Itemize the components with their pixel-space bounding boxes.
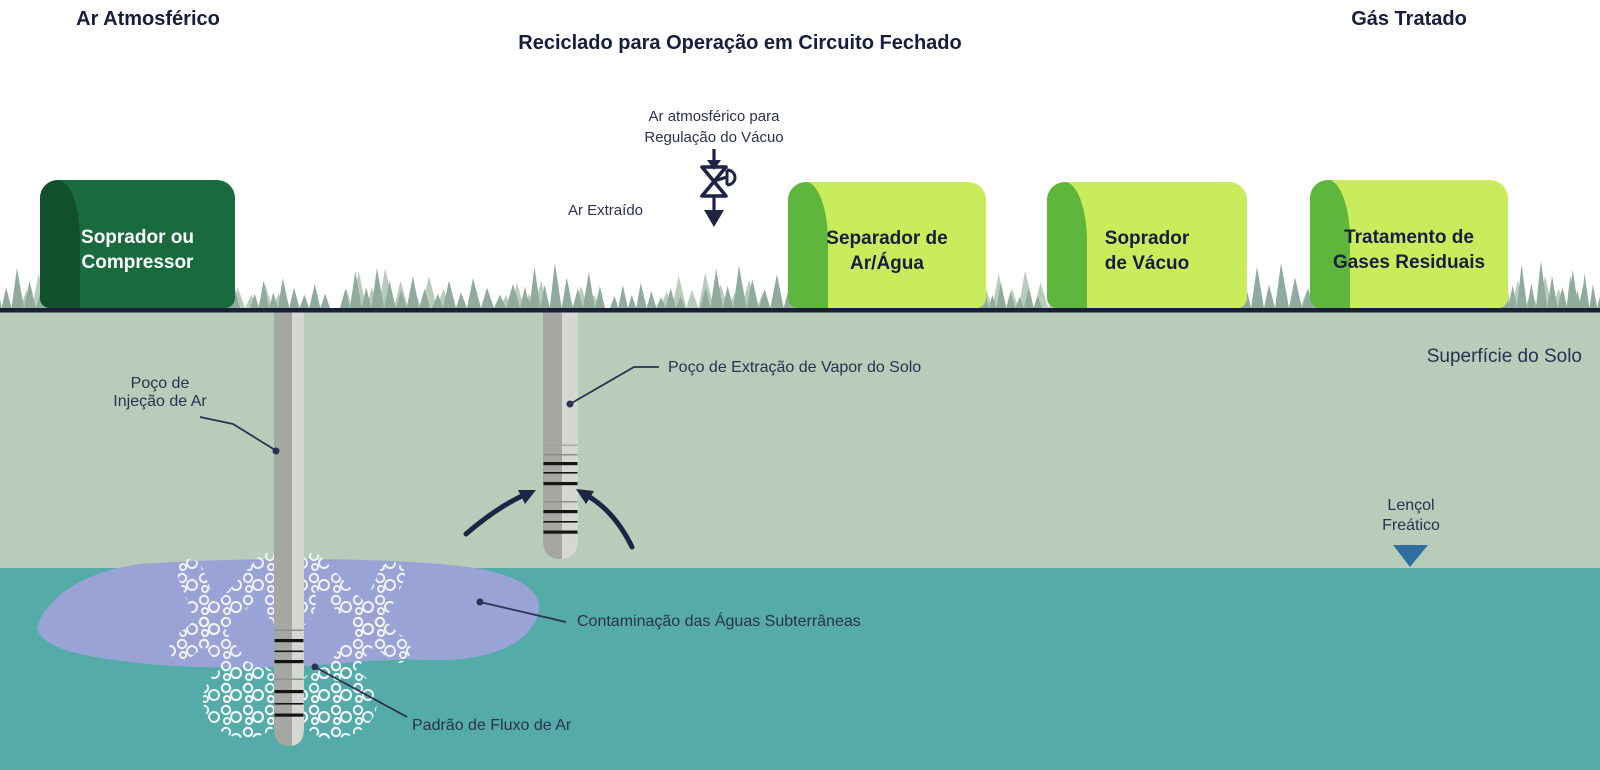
blower-compressor-box: Soprador ou Compressor bbox=[40, 180, 235, 308]
airflow-arrow-right-icon bbox=[576, 489, 635, 550]
ground-line bbox=[0, 308, 1600, 313]
offgas-treatment-box: Tratamento de Gases Residuais bbox=[1310, 180, 1508, 308]
vacuum-blower-box: Soprador de Vácuo bbox=[1047, 182, 1247, 308]
valve-label: Ar atmosférico para Regulação do Vácuo bbox=[644, 108, 784, 146]
box-shade bbox=[1310, 180, 1350, 308]
title-closed-loop: Reciclado para Operação em Circuito Fech… bbox=[518, 32, 962, 54]
airflow-pattern-label: Padrão de Fluxo de Ar bbox=[412, 717, 572, 734]
leader-dots bbox=[272, 400, 574, 671]
vacuum-regulation-valve-icon bbox=[700, 149, 737, 227]
vacuum-blower-label: Soprador de Vácuo bbox=[1104, 228, 1190, 274]
box-shade bbox=[1047, 182, 1087, 308]
air-water-separator-box: Separador de Ar/Água bbox=[788, 182, 986, 308]
blower-compressor-label: Soprador ou Compressor bbox=[81, 227, 194, 273]
extracted-air-label: Ar Extraído bbox=[567, 202, 643, 219]
water-table-label: Lençol Freático bbox=[1382, 497, 1440, 534]
extraction-well-label: Poço de Extração de Vapor do Solo bbox=[668, 359, 922, 376]
air-injection-well bbox=[274, 312, 304, 746]
box-shade bbox=[788, 182, 828, 308]
water-table-marker-icon bbox=[1393, 545, 1428, 567]
title-atmospheric-air: Ar Atmosférico bbox=[76, 8, 220, 30]
vapor-extraction-well bbox=[543, 312, 578, 559]
contamination-label: Contaminação das Águas Subterrâneas bbox=[577, 613, 861, 630]
offgas-treatment-label: Tratamento de Gases Residuais bbox=[1332, 227, 1486, 273]
soil-layer bbox=[0, 312, 1600, 568]
airflow-arrow-left-icon bbox=[463, 490, 536, 537]
title-treated-gas: Gás Tratado bbox=[1351, 8, 1467, 30]
leader-lines bbox=[199, 366, 659, 718]
air-water-separator-label: Separador de Ar/Água bbox=[826, 228, 948, 274]
injection-well-label: Poço de Injeção de Ar bbox=[113, 375, 207, 410]
box-shade bbox=[40, 180, 80, 308]
soil-surface-label: Superfície do Solo bbox=[1426, 346, 1582, 367]
